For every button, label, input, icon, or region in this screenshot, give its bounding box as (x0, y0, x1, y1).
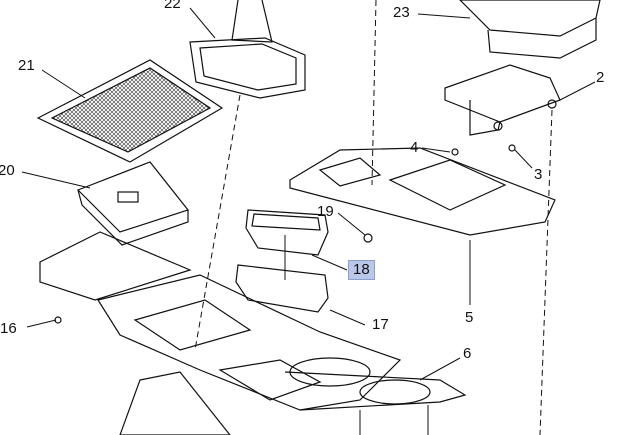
part-storage-bin (235, 209, 329, 313)
callout-21: 21 (18, 57, 35, 74)
callout-4: 4 (410, 139, 419, 156)
callout-6: 6 (463, 345, 472, 362)
callout-20: 20 (0, 162, 15, 179)
callout-19: 19 (317, 203, 334, 220)
part-grille (36, 59, 224, 163)
part-module (76, 161, 190, 246)
callout-22: 22 (164, 0, 181, 12)
callout-2: 2 (596, 69, 605, 86)
part-shift-boot (189, 0, 306, 99)
part-console (39, 231, 467, 435)
part-23 (459, 0, 601, 59)
callout-5: 5 (465, 309, 474, 326)
callout-18-highlighted[interactable]: 18 (348, 260, 375, 280)
callout-23: 23 (393, 4, 410, 21)
callout-17: 17 (372, 316, 389, 333)
part-bracket (444, 64, 561, 136)
part-tray (289, 147, 556, 236)
callout-16: 16 (0, 320, 17, 337)
fasteners (54, 144, 516, 324)
callout-3: 3 (534, 166, 543, 183)
leader-lines (21, 0, 596, 435)
